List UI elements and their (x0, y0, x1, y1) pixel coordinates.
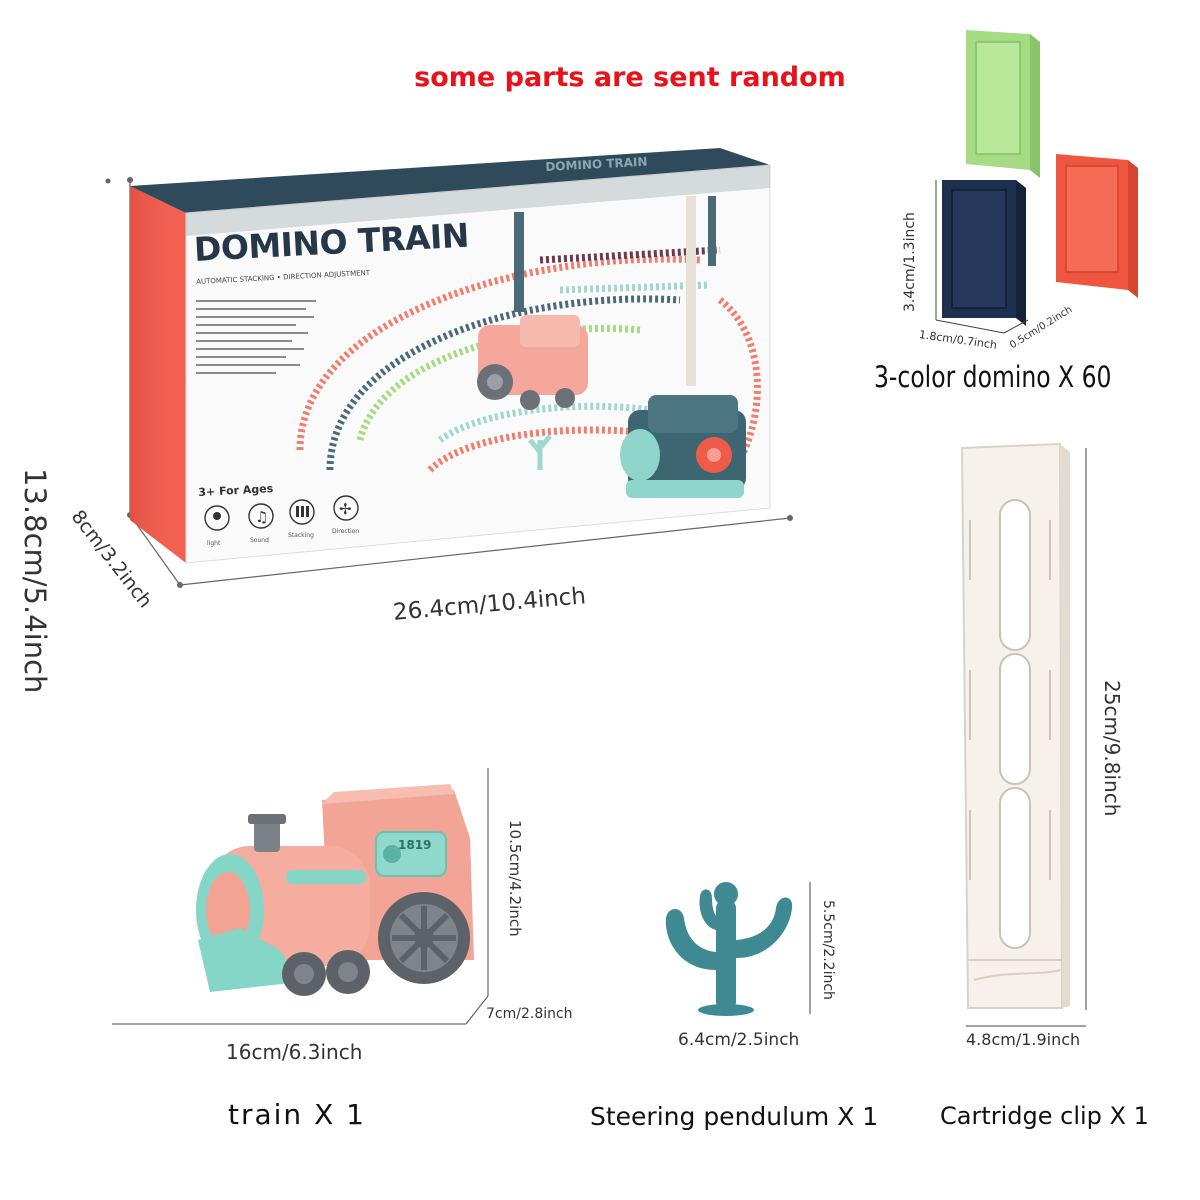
domino-illustration (935, 30, 1138, 334)
train-height-dimension: 10.5cm/4.2inch (506, 820, 524, 937)
cartridge-clip: 25cm/9.8inch 4.8cm/1.9inch (950, 440, 1200, 1060)
clip-height-dimension: 25cm/9.8inch (1100, 680, 1124, 817)
domino-height-dimension: 3.4cm/1.3inch (902, 212, 918, 312)
random-parts-notice: some parts are sent random (414, 62, 846, 93)
steering-pendulum: 5.5cm/2.2inch 6.4cm/2.5inch (650, 860, 870, 1060)
clip-caption: Cartridge clip X 1 (940, 1102, 1149, 1130)
pendulum-width-dimension: 6.4cm/2.5inch (678, 1030, 800, 1050)
svg-text:♫: ♫ (255, 508, 268, 526)
pendulum-caption: Steering pendulum X 1 (590, 1102, 879, 1131)
pendulum-height-dimension: 5.5cm/2.2inch (820, 900, 836, 1000)
train-caption: train X 1 (228, 1098, 366, 1131)
train: 1819 10.5cm/4.2inch 7cm/2.8inch 16cm/6.3… (100, 760, 620, 1080)
feature-stacking: Stacking (288, 532, 314, 539)
train-number: 1819 (398, 838, 432, 852)
cartridge-clip-illustration (960, 442, 1087, 1027)
train-length-dimension: 16cm/6.3inch (226, 1040, 363, 1064)
box-height-dimension: 13.8cm/5.4inch (18, 468, 52, 694)
train-depth-dimension: 7cm/2.8inch (486, 1006, 573, 1022)
domino-pieces: 3.4cm/1.3inch 1.8cm/0.7inch 0.5cm/0.2inc… (874, 20, 1200, 400)
feature-light: light (207, 540, 221, 547)
domino-caption: 3-color domino X 60 (874, 360, 1112, 394)
feature-direction: Direction (332, 528, 360, 535)
box-illustration: ♫ ✢ (105, 148, 793, 588)
feature-sound: Sound (250, 537, 269, 544)
product-box: ♫ ✢ DOMINO TRAIN AUTOMATIC STACKING • DI… (0, 0, 860, 693)
svg-text:✢: ✢ (339, 500, 352, 518)
train-illustration (112, 768, 489, 1025)
clip-width-dimension: 4.8cm/1.9inch (966, 1030, 1081, 1049)
